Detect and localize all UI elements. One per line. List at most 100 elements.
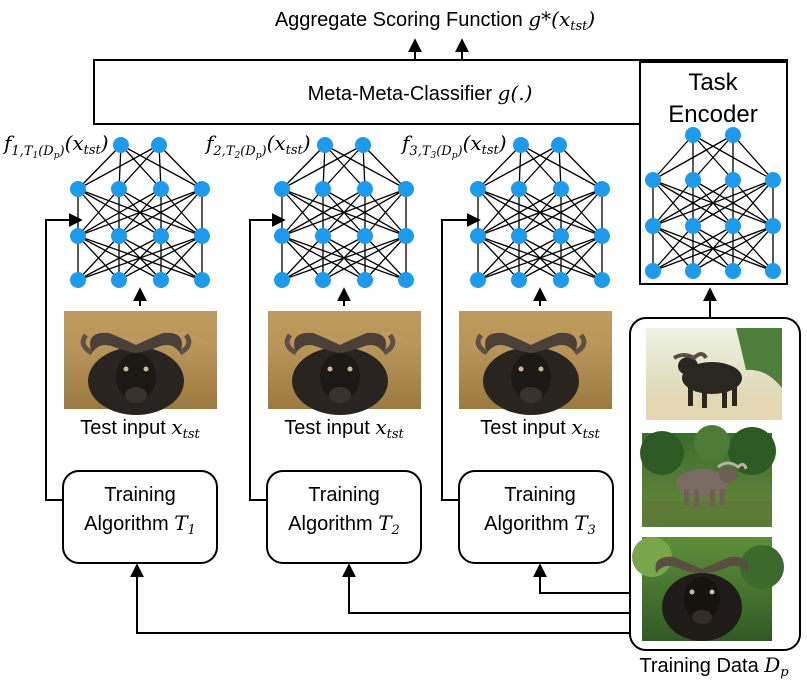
network-node [111,181,127,197]
network-edge [77,188,120,237]
network-node [153,181,169,197]
network-node [765,172,781,188]
data-to-algo-arrow-1 [130,563,630,634]
network-edge [324,144,366,190]
test-input-label-1: Test input xtst [80,415,200,442]
network-edge [77,188,162,237]
network-node [594,181,610,197]
network-edge [518,144,560,190]
network-edge [160,235,203,281]
network-edge [692,134,734,181]
network-node [355,137,371,153]
network-edge [477,188,562,237]
network-node [357,181,373,197]
network-node [194,181,210,197]
network-node [151,137,167,153]
network-edge [281,144,364,190]
training-algorithm-line2-2: Algorithm T2 [288,511,400,538]
network-node [645,263,661,279]
network-edge [160,188,203,237]
network-edge [477,235,520,281]
network-edge [118,188,203,237]
meta-classifier-label: Meta-Meta-Classifier g(.) [308,81,533,105]
network-node [725,218,741,234]
aggregate-scoring-title: Aggregate Scoring Function g*(xtst) [275,7,595,34]
network-edge [652,134,734,181]
network-edge [77,235,203,281]
network-edge [158,144,203,190]
network-edge [281,144,326,190]
network-node [153,272,169,288]
network-node [511,272,527,288]
network-edge [281,235,366,281]
training-image-3 [632,537,784,641]
network-edge [732,134,774,181]
network-edge [322,235,407,281]
test-image-3 [459,311,612,415]
algo-to-net-arrow-2 [249,213,286,501]
network-edge [477,188,520,237]
training-algorithm-line2-3: Algorithm T3 [484,511,596,538]
network-node [357,228,373,244]
network-edge [281,188,407,237]
training-image-1 [646,328,782,420]
network-node [685,172,701,188]
network-edge [560,188,603,237]
network-edge [118,144,160,190]
network-edge [324,144,407,190]
network-node [725,127,741,143]
f-label-1: f1,T1(Dp)(xtst) [2,131,109,161]
network-edge [118,235,203,281]
network-edge [362,144,407,190]
network-edge [77,144,122,190]
network-edge [692,225,774,272]
network-edge [281,188,366,237]
network-edge [732,225,774,272]
network-node [194,272,210,288]
f-label-3: f3,T3(Dp)(xtst) [400,131,507,161]
network-node [685,127,701,143]
training-algorithm-line2-1: Algorithm T1 [84,511,196,538]
network-edge [77,235,120,281]
network-node [553,272,569,288]
test-input-label-3: Test input xtst [480,415,600,442]
network-edge [652,134,694,181]
network-edge [518,188,603,237]
network-node [725,172,741,188]
network-node [470,272,486,288]
network-edge [364,188,407,237]
network-edge [477,235,603,281]
network-node [594,272,610,288]
network-branch-3 [470,137,610,288]
network-node [398,181,414,197]
network-node [357,272,373,288]
network-node [511,228,527,244]
network-node [315,181,331,197]
network-edge [652,225,734,272]
network-edge [477,144,560,190]
network-edge [652,225,694,272]
network-task-encoder [645,127,781,279]
training-algorithm-line1-2: Training [308,484,380,506]
network-edge [560,235,603,281]
training-algorithm-line1-1: Training [104,484,176,506]
network-node [398,272,414,288]
test-input-label-2: Test input xtst [284,415,404,442]
network-edge [558,144,603,190]
network-node [70,272,86,288]
network-edge [77,188,203,237]
network-edge [520,144,603,190]
network-node [513,137,529,153]
test-image-1 [64,311,217,415]
network-node [551,137,567,153]
network-edge [520,144,562,190]
network-edge [732,179,774,227]
training-data-label: Training Data Dp [639,653,789,680]
data-to-algo-arrow-2 [342,563,630,614]
network-node [470,181,486,197]
task-encoder-label-line2: Encoder [668,101,757,128]
network-edge [322,144,364,190]
network-node [725,263,741,279]
data-to-algo-arrow-3 [533,563,630,594]
